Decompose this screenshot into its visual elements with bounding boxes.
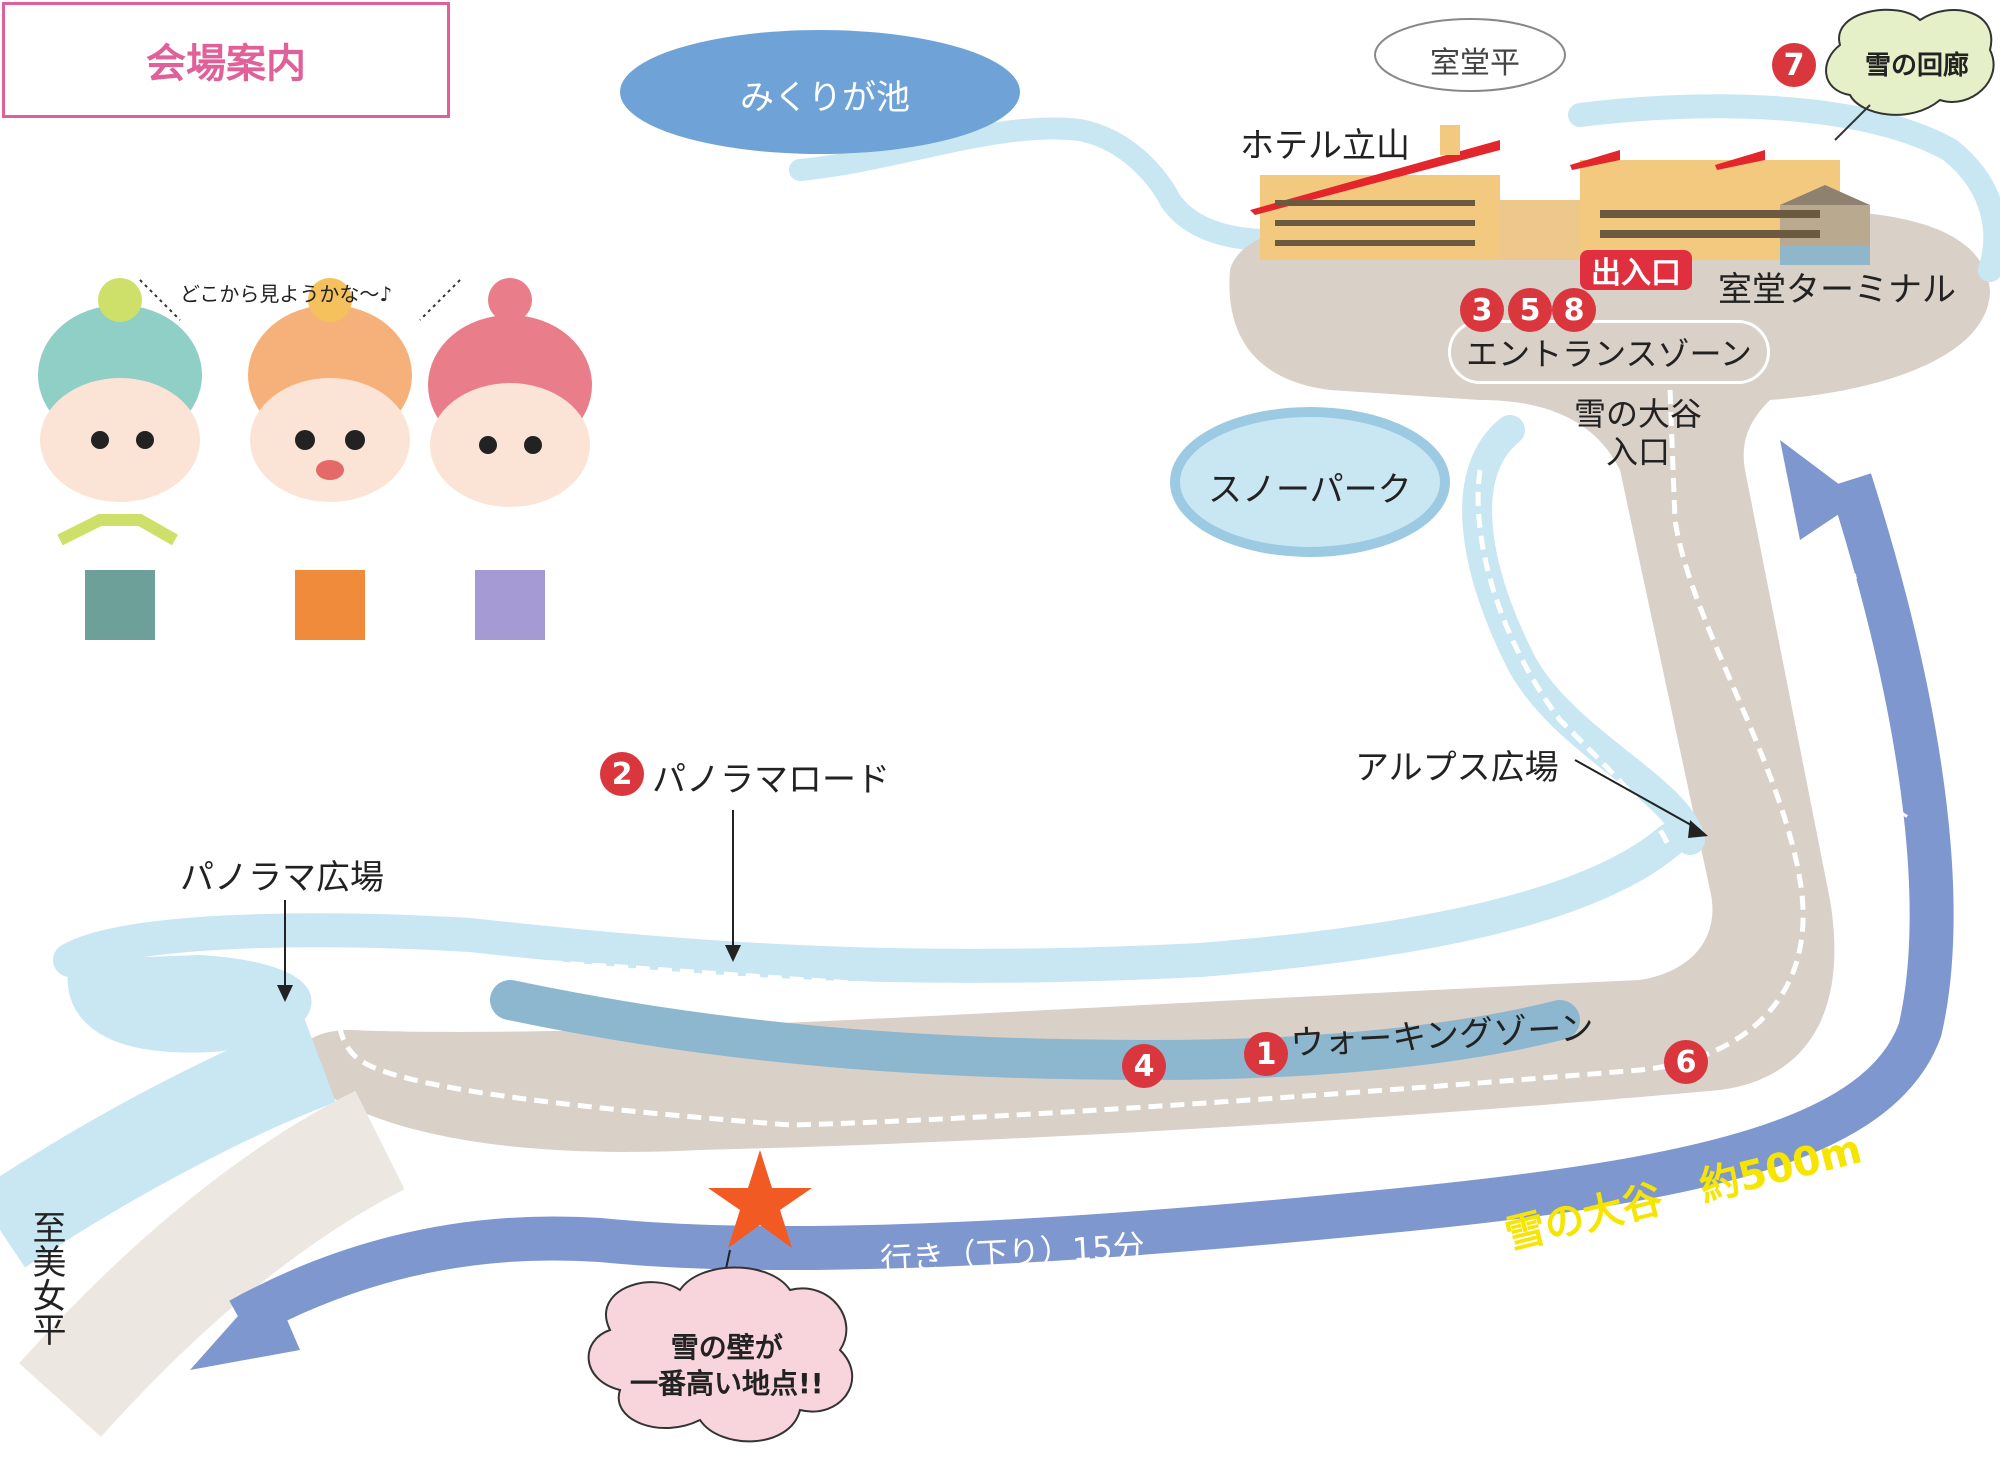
walking-route-left <box>1475 469 1673 851</box>
route-band <box>229 473 1954 1340</box>
point-1-pin: 1 <box>1244 1032 1288 1076</box>
alps-plaza-label: アルプス広場 <box>1355 748 1559 788</box>
character-orange <box>248 278 412 640</box>
point-2-pin: 2 <box>600 752 644 796</box>
exit-badge: 出入口 <box>1580 250 1692 291</box>
walking-route <box>336 389 1806 1128</box>
speech-lines <box>139 279 461 321</box>
point-3-pin: 3 <box>1460 288 1504 332</box>
character-pink <box>428 278 592 640</box>
wall-highest-label: 雪の壁が 一番高い地点!! <box>630 1331 824 1401</box>
route-arrow-head-down <box>190 1280 300 1370</box>
snowpark-label: スノーパーク <box>1208 470 1412 510</box>
page-title: 会場案内 <box>2 2 450 118</box>
walking-zone-band <box>490 980 1580 1081</box>
point-4-pin: 4 <box>1122 1044 1166 1088</box>
road-lower <box>19 1090 405 1437</box>
road-area <box>298 210 1991 1152</box>
star-icon <box>708 1150 812 1248</box>
wall-speech-cloud <box>587 1266 854 1443</box>
bijodaira-label: 至美女平 <box>26 1210 66 1346</box>
point-6-pin: 6 <box>1664 1040 1708 1084</box>
hotel-label: ホテル立山 <box>1240 126 1410 166</box>
mikuri-pond-shape <box>620 30 1020 154</box>
panorama-plaza-shape <box>67 955 312 1053</box>
stream <box>789 117 1281 251</box>
corridor-speech-cloud <box>1825 8 1995 116</box>
alps-plaza-pointer <box>1574 759 1701 831</box>
alps-plaza-pointer-head <box>1688 820 1708 838</box>
panorama-plaza-pointer-head <box>277 985 293 1002</box>
otani-entrance-label: 雪の大谷 入口 <box>1574 395 1703 472</box>
point-7-pin: 7 <box>1772 43 1816 87</box>
snow-ring <box>1568 94 2000 282</box>
point-8-pin: 8 <box>1552 288 1596 332</box>
area-label-oval <box>1374 18 1566 92</box>
terminal-label: 室堂ターミナル <box>1718 270 1956 310</box>
snow-bank-lower <box>0 1017 336 1268</box>
area-label: 室堂平 <box>1430 46 1520 81</box>
panorama-road-band <box>53 823 1687 983</box>
route-arrow-head-up <box>1780 440 1860 540</box>
point-5-pin: 5 <box>1508 288 1552 332</box>
snowpark-shape <box>1170 407 1450 557</box>
corridor-label: 雪の回廊 <box>1865 51 1970 81</box>
hotel-windows <box>1275 200 1820 246</box>
character-green <box>38 278 202 640</box>
corridor-pointer <box>1834 104 1871 141</box>
panorama-road-label: パノラマロード <box>652 760 890 800</box>
mikuri-pond-label: みくりが池 <box>740 78 910 118</box>
panorama-road-pointer-head <box>725 945 741 962</box>
panorama-plaza-label: パノラマ広場 <box>180 858 384 898</box>
characters-speech: どこから見ようかな～♪ <box>180 282 393 306</box>
entrance-zone-label: エントランスゾーン <box>1448 320 1770 384</box>
